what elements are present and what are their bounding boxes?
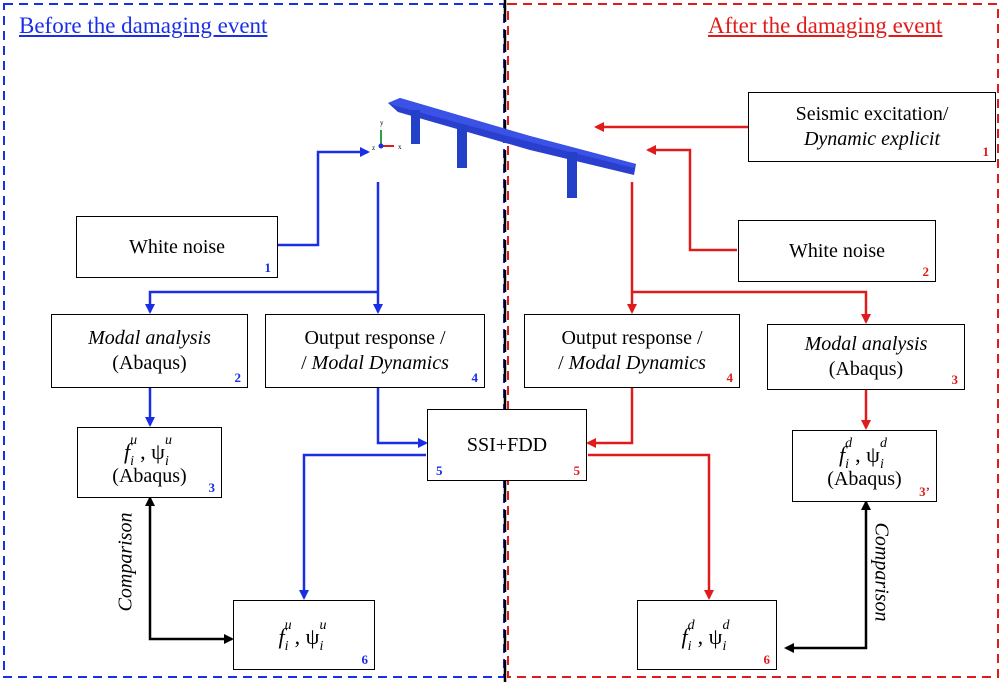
left-modal-analysis-title: Modal analysis <box>88 327 211 349</box>
red-whitenoise-to-bridge <box>646 145 737 252</box>
right-output-response-tool: / Modal Dynamics <box>558 352 706 374</box>
left-output-response-box: Output response / / Modal Dynamics 4 <box>265 314 485 388</box>
left-fe-result-tool: (Abaqus) <box>112 464 187 487</box>
ssi-fdd-label: SSI+FDD <box>466 433 548 456</box>
left-comparison-label: Comparison <box>114 512 137 612</box>
left-fe-result-step: 3 <box>208 480 216 495</box>
ssi-fdd-step-left: 5 <box>436 463 443 478</box>
coordinate-triad: y x z <box>372 119 402 152</box>
blue-whitenoise-to-bridge <box>278 147 370 247</box>
right-output-response-title: Output response / <box>561 327 703 349</box>
right-white-noise-step: 2 <box>922 264 930 279</box>
right-white-noise-box: White noise 2 <box>738 220 936 282</box>
left-ident-result-step: 6 <box>361 652 369 667</box>
left-white-noise-box: White noise 1 <box>76 216 278 278</box>
left-modal-analysis-box: Modal analysis (Abaqus) 2 <box>51 314 248 388</box>
right-fe-result-step: 3’ <box>919 484 930 499</box>
blue-output-to-ssi <box>376 388 428 448</box>
right-fe-result-tool: (Abaqus) <box>827 468 902 490</box>
left-output-response-step: 4 <box>471 370 479 385</box>
left-modal-analysis-step: 2 <box>234 370 242 385</box>
left-output-response-title: Output response / <box>304 327 446 349</box>
right-modal-analysis-box: Modal analysis (Abaqus) 3 <box>767 324 965 390</box>
triad-z-label: z <box>372 144 375 152</box>
right-output-response-box: Output response / / Modal Dynamics 4 <box>524 314 740 388</box>
right-modal-analysis-step: 3 <box>951 372 959 387</box>
right-ident-result-step: 6 <box>763 652 771 667</box>
bridge-deck-top <box>388 98 636 168</box>
right-modal-analysis-title: Modal analysis <box>804 333 928 355</box>
triad-x-label: x <box>398 143 402 151</box>
red-output-to-ssi <box>586 388 634 448</box>
right-seismic-box: Seismic excitation/ Dynamic explicit 1 <box>748 92 996 162</box>
left-comparison-connector <box>145 496 234 644</box>
triad-origin <box>378 143 384 149</box>
left-white-noise-label: White noise <box>128 235 226 258</box>
right-modal-analysis-tool: (Abaqus) <box>828 358 904 380</box>
bridge-pier-1 <box>411 110 420 144</box>
red-ssi-to-ident <box>588 453 714 600</box>
right-seismic-step: 1 <box>982 144 990 159</box>
right-comparison-label: Comparison <box>870 522 893 622</box>
left-white-noise-step: 1 <box>264 260 272 275</box>
bridge-pier-3 <box>567 152 577 198</box>
right-output-response-step: 4 <box>726 370 734 385</box>
blue-ssi-to-ident <box>299 453 426 600</box>
blue-split-to-modal <box>145 290 378 314</box>
right-white-noise-label: White noise <box>788 239 886 262</box>
ssi-fdd-box: SSI+FDD 5 5 <box>427 409 587 481</box>
triad-y-label: y <box>380 119 384 127</box>
left-modal-analysis-tool: (Abaqus) <box>112 352 187 374</box>
right-seismic-tool: Dynamic explicit <box>803 128 941 150</box>
after-region-frame <box>507 3 999 678</box>
right-comparison-connector <box>784 500 871 653</box>
after-header: After the damaging event <box>708 13 943 38</box>
bridge-model <box>388 98 636 198</box>
red-split-to-modal <box>632 290 871 324</box>
right-seismic-title: Seismic excitation/ <box>795 103 949 125</box>
before-header: Before the damaging event <box>19 13 268 38</box>
left-output-response-tool: / Modal Dynamics <box>301 352 449 374</box>
ssi-fdd-step-right: 5 <box>573 463 581 478</box>
bridge-pier-2 <box>457 125 467 168</box>
